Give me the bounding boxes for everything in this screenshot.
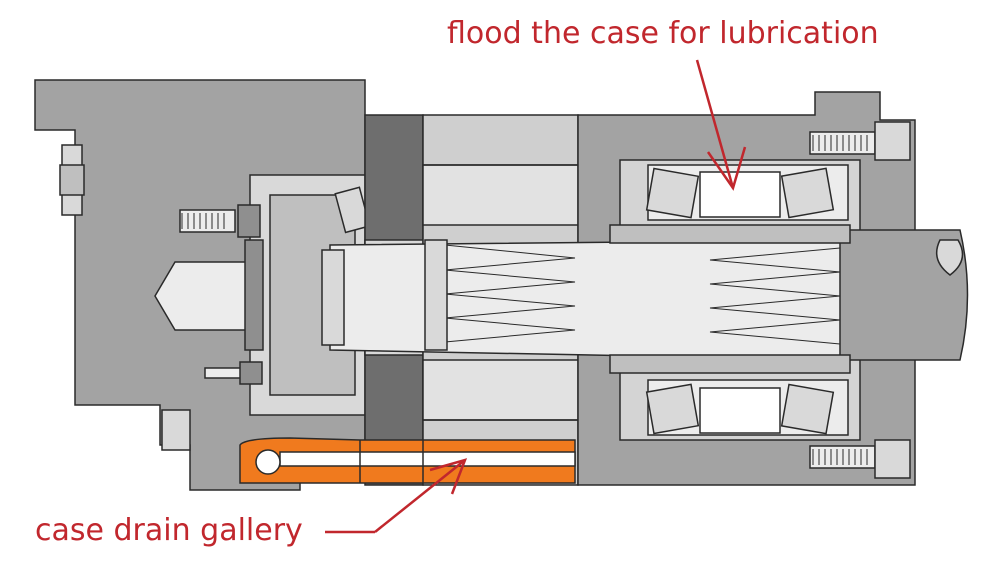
drive-shaft-splines [321, 239, 841, 351]
annotation-bottom: case drain gallery [35, 458, 468, 548]
left-end-cap [34, 79, 371, 491]
annotation-top-arrow [695, 59, 735, 189]
annotation-bottom-label: case drain gallery [35, 513, 303, 548]
left-side-bolt-head [59, 144, 191, 451]
annotation-top-arrowhead [706, 146, 747, 191]
case-drain-gallery [239, 437, 576, 484]
annotation-bottom-arrowhead [429, 458, 468, 495]
annotation-top: flood the case for lubrication [447, 16, 879, 191]
annotation-bottom-arrow [374, 459, 466, 533]
annotation-top-label: flood the case for lubrication [447, 16, 879, 51]
output-shaft [329, 224, 969, 374]
